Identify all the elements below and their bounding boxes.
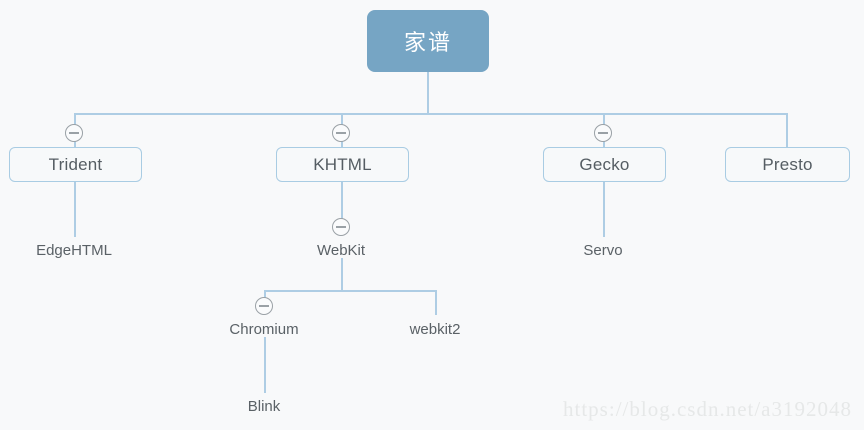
watermark-url: https://blog.csdn.net/a3192048 xyxy=(563,397,852,421)
connector-to-presto xyxy=(786,113,788,148)
connector-level4-bus xyxy=(264,290,436,292)
collapse-minus-icon-trident[interactable] xyxy=(65,124,83,142)
node-presto[interactable]: Presto xyxy=(725,147,850,182)
collapse-minus-icon-webkit[interactable] xyxy=(332,218,350,236)
collapse-minus-icon-chromium[interactable] xyxy=(255,297,273,315)
node-blink[interactable]: Blink xyxy=(248,398,281,415)
node-presto-label: Presto xyxy=(762,154,813,174)
connector-webkit-stem xyxy=(341,258,343,291)
node-trident-label: Trident xyxy=(48,154,103,174)
node-edgehtml[interactable]: EdgeHTML xyxy=(36,242,112,259)
node-webkit2[interactable]: webkit2 xyxy=(410,321,461,338)
collapse-minus-icon-khtml[interactable] xyxy=(332,124,350,142)
node-chromium-label: Chromium xyxy=(229,321,299,338)
connector-chromium-to-blink xyxy=(264,337,266,393)
node-trident[interactable]: Trident xyxy=(9,147,142,182)
connector-to-webkit2 xyxy=(435,290,437,315)
connector-trident-to-edgehtml xyxy=(74,181,76,237)
connector-level2-bus xyxy=(74,113,788,115)
node-servo-label: Servo xyxy=(583,242,623,259)
connector-root-stem xyxy=(427,72,429,114)
collapse-minus-icon-gecko[interactable] xyxy=(594,124,612,142)
node-khtml-label: KHTML xyxy=(313,154,372,174)
node-gecko-label: Gecko xyxy=(579,154,630,174)
node-root-label: 家谱 xyxy=(403,31,452,56)
node-chromium[interactable]: Chromium xyxy=(229,321,298,338)
node-webkit[interactable]: WebKit xyxy=(317,242,365,259)
node-gecko[interactable]: Gecko xyxy=(543,147,666,182)
node-webkit2-label: webkit2 xyxy=(409,321,461,338)
connector-gecko-to-servo xyxy=(603,181,605,237)
node-root-family-tree[interactable]: 家谱 xyxy=(367,10,489,72)
node-webkit-label: WebKit xyxy=(316,242,366,259)
node-edgehtml-label: EdgeHTML xyxy=(36,242,112,259)
node-servo[interactable]: Servo xyxy=(583,242,622,259)
connector-khtml-to-webkit xyxy=(341,181,343,219)
node-blink-label: Blink xyxy=(247,398,281,415)
node-khtml[interactable]: KHTML xyxy=(276,147,409,182)
